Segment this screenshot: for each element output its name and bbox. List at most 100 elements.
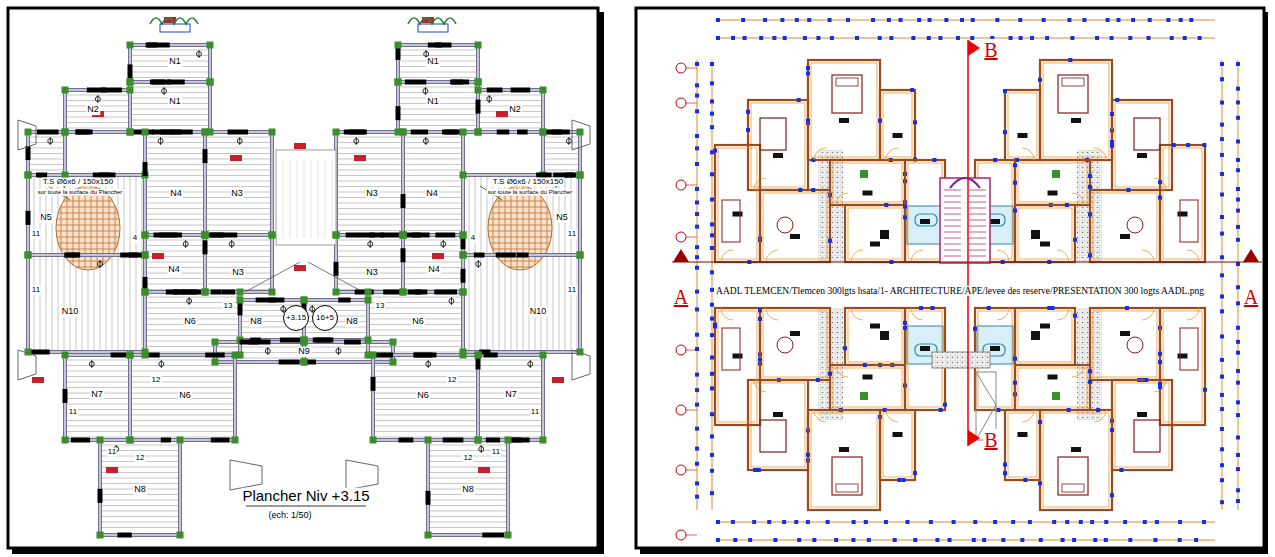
stair-step [969,208,986,209]
column-post [25,172,32,179]
dimension-tick [710,99,714,103]
column-post [269,232,276,239]
dimension-tick [1116,18,1120,22]
door-swing [1057,308,1069,320]
column-post [142,232,149,239]
dimension-dot [806,453,810,457]
column-post [475,79,482,86]
dimension-dot [713,323,717,327]
hatch-line [430,467,506,468]
wall [845,308,905,365]
bed-symbol [1058,457,1088,495]
hatch-line [132,420,233,421]
dimension-tick [741,18,745,22]
dimension-tick [716,520,720,524]
rebar-symbol [451,297,452,305]
hatch-line [30,153,63,154]
dimension-tick [893,538,897,542]
hatch-line [102,527,178,528]
hatch-line [147,240,203,241]
dimension-tick [1220,427,1224,431]
column-post [400,232,407,239]
slab-label: N6 [416,391,430,401]
wall-bar [132,130,154,135]
bed-symbol [1134,420,1160,452]
dimension-tick [731,520,735,524]
dimension-dot [903,205,907,209]
axis-line [686,535,697,536]
dimension-tick [867,538,871,542]
hatch-line [67,426,128,427]
hatch-line [338,240,401,241]
column-post [269,129,276,136]
dimension-dot [757,468,761,472]
callout-number: 11 [68,408,78,417]
beam [205,132,272,235]
hatch-line [469,257,470,350]
dimension-tick [710,333,714,337]
dimension-tick [938,36,942,40]
hatch-line [147,313,238,314]
hatch-line [338,137,401,138]
beam-inner [205,132,272,235]
column-post [62,352,69,359]
door-swing [886,410,898,422]
slab-label: N6 [178,391,192,401]
stair-step [969,220,986,221]
wall-finish [718,148,757,259]
dimension-dot [1003,471,1007,475]
dimension-tick [695,187,699,191]
column-post [400,289,407,296]
dimension-tick [1093,538,1097,542]
hatch-line [430,500,506,501]
hatch-line [400,72,476,73]
wall-finish [811,413,877,507]
door-swing [1072,365,1084,377]
wall-bar [482,533,504,538]
dimension-tick [695,447,699,451]
hatch-line [338,214,401,215]
dimension-tick [1236,381,1240,385]
dimension-tick [695,146,699,150]
dimension-tick [1106,18,1110,22]
wall-finish [763,193,827,259]
axis-line [686,185,697,186]
column-post [333,129,340,136]
fixture-mark [860,392,868,400]
dimension-dot [1115,98,1119,102]
column-post [540,437,547,444]
beam-inner [463,175,580,255]
dimension-tick [911,36,915,40]
rebar-symbol [568,137,569,145]
hatch-line [338,219,401,220]
hatch-line [430,522,506,523]
mesh-line [553,183,554,273]
hatch-line [338,230,401,231]
mesh-line [475,267,565,268]
room-tag [1040,324,1050,329]
axis-line [686,103,697,104]
mesh-area [475,183,565,273]
dimension-tick [1095,36,1099,40]
door-swing [1022,410,1034,422]
wall [1160,308,1205,425]
hatch-line [375,420,476,421]
hatch-line [405,153,461,154]
rebar-symbol [239,137,240,145]
hatch-line [430,511,506,512]
dimension-dot [1013,357,1017,361]
mesh-note: T.S Ø6x6 / 150x150 [492,178,564,187]
dimension-dot [1068,58,1072,62]
dimension-dot [863,363,867,367]
dimension-tick [710,233,714,237]
hatch-line [132,382,233,383]
room-tag [1178,354,1188,359]
wall-bar [496,253,516,258]
beam-inner [145,132,205,235]
slab-label: N7 [90,390,104,400]
wall-bar [240,340,259,345]
dimension-dot [1172,143,1176,147]
hatch-line [88,257,89,350]
hatch-line [102,522,178,523]
dimension-dot [1110,112,1114,116]
